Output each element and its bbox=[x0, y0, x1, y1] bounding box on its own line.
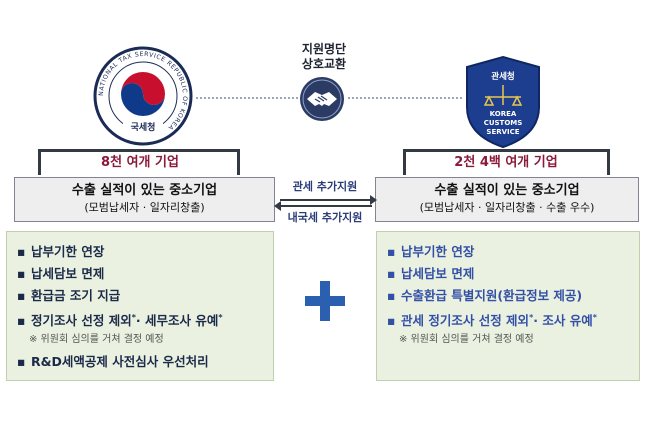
bullet: ▪ bbox=[17, 266, 26, 281]
dotted-connector-left bbox=[196, 97, 302, 99]
left-company-sub: (모범납세자 · 일자리창출) bbox=[84, 201, 205, 214]
plus-icon bbox=[305, 281, 345, 321]
exchange-line2: 상호교환 bbox=[301, 57, 347, 71]
right-header: 2천 4백 여개 기업 bbox=[428, 152, 584, 174]
benefit-text: 정기조사 선정 제외 bbox=[31, 313, 132, 329]
left-benefits-box: ▪ 납부기한 연장 ▪ 납세담보 면제 ▪ 환급금 조기 지급 ▪ 정기조사 선정 제외… bbox=[6, 231, 274, 381]
right-benefit-item: ▪ 납세담보 면제 bbox=[387, 263, 629, 285]
benefit-text: 환급금 조기 지급 bbox=[31, 288, 121, 303]
exchange-title: 지원명단 상호교환 bbox=[274, 42, 374, 72]
dotted-connector-right bbox=[348, 97, 462, 99]
arrow-to-right bbox=[280, 199, 372, 201]
arrow-to-left bbox=[280, 205, 372, 207]
bullet: ▪ bbox=[387, 244, 396, 259]
right-benefit-item: ▪ 수출환급 특별지원(환급정보 제공) bbox=[387, 285, 629, 307]
left-company-main: 수출 실적이 있는 중소기업 bbox=[71, 183, 218, 198]
right-company-box: 수출 실적이 있는 중소기업 (모범납세자 · 일자리창출 · 수출 우수) bbox=[375, 177, 639, 222]
arrow-left-head bbox=[274, 201, 281, 211]
benefit-text: R&D세액공제 사전심사 우선처리 bbox=[31, 354, 209, 370]
nts-name: 국세청 bbox=[131, 121, 156, 133]
footnote-mark: * bbox=[529, 313, 534, 322]
bullet: ▪ bbox=[17, 244, 26, 259]
right-company-sub: (모범납세자 · 일자리창출 · 수출 우수) bbox=[419, 201, 595, 214]
benefit-text: · 세무조사 유예 bbox=[135, 313, 219, 329]
support-label-domestic: 내국세 추가지원 bbox=[287, 211, 363, 224]
left-header-frame bbox=[38, 149, 240, 175]
kcs-name: 관세청 bbox=[491, 71, 514, 82]
right-benefit-item: ▪관세 정기조사 선정 제외*· 조사 유예* bbox=[387, 307, 629, 332]
benefit-text: 수출환급 특별지원(환급정보 제공) bbox=[401, 288, 583, 303]
arrow-right-head bbox=[370, 195, 377, 205]
benefit-text: 납세담보 면제 bbox=[31, 266, 105, 281]
left-benefit-item: ▪ 환급금 조기 지급 bbox=[17, 285, 263, 307]
right-benefit-item: ▪ 납부기한 연장 bbox=[387, 241, 629, 263]
nts-seal-logo: NATIONAL TAX SERVICE REPUBLIC OF KOREA 국… bbox=[93, 46, 193, 146]
left-company-box: 수출 실적이 있는 중소기업 (모범납세자 · 일자리창출) bbox=[14, 177, 275, 222]
bullet: ▪ bbox=[17, 288, 26, 303]
benefit-text: 납세담보 면제 bbox=[401, 266, 475, 281]
benefit-text: 납부기한 연장 bbox=[31, 244, 105, 259]
support-label-customs: 관세 추가지원 bbox=[292, 180, 358, 193]
left-benefit-item: ▪정기조사 선정 제외*· 세무조사 유예* bbox=[17, 307, 263, 332]
exchange-line1: 지원명단 bbox=[301, 42, 347, 56]
right-benefits-box: ▪ 납부기한 연장 ▪ 납세담보 면제 ▪ 수출환급 특별지원(환급정보 제공) ▪ 관… bbox=[376, 231, 640, 381]
benefit-text: 납부기한 연장 bbox=[401, 244, 475, 259]
kcs-line3: SERVICE bbox=[486, 128, 519, 136]
footnote-mark: * bbox=[131, 313, 136, 322]
bullet: ▪ bbox=[387, 288, 396, 303]
bullet: ▪ bbox=[17, 354, 26, 370]
bullet: ▪ bbox=[387, 266, 396, 281]
right-note: ※ 위원회 심의를 거쳐 결정 예정 bbox=[399, 334, 534, 346]
kcs-line2: CUSTOMS bbox=[484, 119, 523, 127]
left-benefit-item: ▪ R&D세액공제 사전심사 우선처리 bbox=[17, 351, 263, 373]
handshake-icon bbox=[300, 77, 344, 121]
left-benefit-item: ▪ 납세담보 면제 bbox=[17, 263, 263, 285]
left-benefit-item: ▪ 납부기한 연장 bbox=[17, 241, 263, 263]
benefit-text: · 조사 유예 bbox=[533, 313, 593, 329]
footnote-mark: * bbox=[592, 313, 597, 322]
bullet: ▪ bbox=[387, 313, 396, 329]
right-company-main: 수출 실적이 있는 중소기업 bbox=[434, 183, 580, 198]
bullet: ▪ bbox=[17, 313, 26, 329]
kcs-badge-logo: 관세청 KOREA CUSTOMS SERVICE bbox=[466, 55, 540, 149]
benefit-text: 관세 정기조사 선정 제외 bbox=[401, 313, 530, 329]
left-header: 8천 여개 기업 bbox=[62, 152, 218, 174]
footnote-mark: * bbox=[218, 313, 223, 322]
kcs-line1: KOREA bbox=[490, 110, 517, 118]
right-header-frame bbox=[403, 149, 610, 175]
left-note: ※ 위원회 심의를 거쳐 결정 예정 bbox=[29, 334, 164, 346]
